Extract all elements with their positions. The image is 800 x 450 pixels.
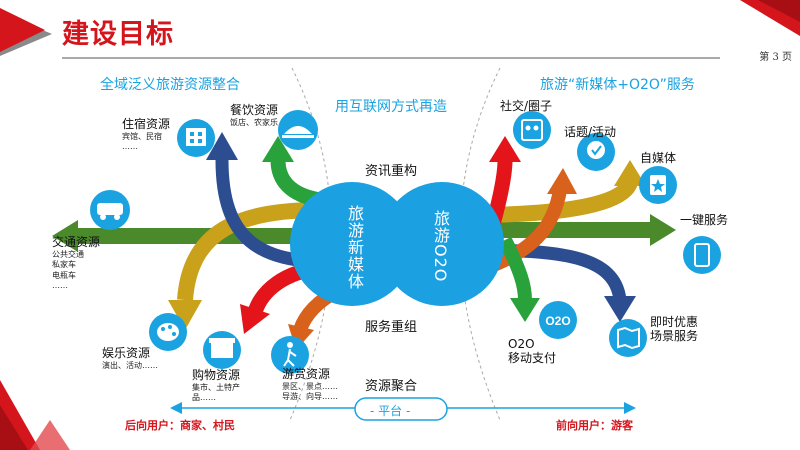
transport-sub-1: 公共交通 [52,249,84,259]
food-title: 餐饮资源 [230,103,279,117]
arrowhead-topics [547,168,577,194]
arrowhead-self-media [614,160,646,186]
transport-sub-3: 电瓶车 [52,270,76,280]
transport-sub-2: 私家车 [52,260,76,270]
self-media-service: 自媒体 [640,151,677,165]
food-resource: 餐饮资源 饭店、农家乐 [230,103,279,128]
svg-text:O2O: O2O [545,314,570,328]
entertainment-sub-1: 演出、活动…… [102,360,158,370]
transport-resource: 交通资源 公共交通 私家车 电瓶车 …… [52,235,101,291]
resource-aggregation-label: 资源聚合 [365,379,418,394]
entertainment-title: 娱乐资源 [102,346,151,360]
platform-pill [354,397,448,421]
section-resource-integration: 全域泛义旅游资源整合 [100,77,240,93]
sightseeing-sub-1: 景区、景点…… [282,381,338,391]
circle-o2o-label: 旅游O2O [431,210,450,283]
arrowhead-shopping [240,304,270,334]
arrow-to-entertainment [177,202,321,301]
arrowhead-lodging [206,132,238,160]
page-number: 第 3 页 [759,52,792,63]
lodging-resource: 住宿资源 宾馆、民宿 …… [122,117,171,153]
one-click-service: 一键服务 [680,213,729,227]
transport-sub-4: …… [52,280,68,290]
arrowhead-transport [52,220,78,252]
o2o-pay-line-2: 移动支付 [508,350,557,365]
back-end-users: 后向用户：商家、村民 [125,419,235,432]
sightseeing-sub-2: 导游、向导…… [282,392,338,402]
chat-icon [577,133,615,171]
shop-icon [203,331,241,369]
arrowhead-offers [604,296,636,322]
front-end-users: 前向用户：游客 [556,419,633,432]
platform-label: - 平台 - [370,404,411,418]
arrow-to-o2o-pay [498,236,532,301]
shopping-sub-1: 集市、土特产 [192,382,240,392]
service-reorganize-label: 服务重组 [365,320,418,335]
lodging-sub-2: …… [122,142,138,152]
shopping-title: 购物资源 [192,368,241,382]
hiker-icon [271,336,309,374]
page-title: 建设目标 [62,19,174,50]
food-sub-1: 饭店、农家乐 [230,117,278,127]
palette-icon [149,313,187,351]
offers-line-1: 即时优惠 [650,315,699,329]
arrowhead-food [262,136,294,162]
platform-right-arrowhead [624,402,636,414]
info-restructure-label: 资讯重构 [365,164,418,179]
sightseeing-resource: 游赏资源 景区、景点…… 导游、向导…… [282,367,338,403]
car-icon [90,190,130,230]
arrowhead-one-click [650,214,676,246]
social-service: 社交/圈子 [500,99,553,113]
circle-o2o [380,182,504,306]
arrowhead-o2o-pay [510,298,540,322]
o2o-icon: O2O [539,301,577,339]
section-media-o2o: 旅游“新媒体+O2O”服务 [540,77,695,93]
platform-left-arrowhead [170,402,182,414]
star-card-icon [639,166,677,204]
circle-new-media-label: 旅游新媒体 [345,205,364,290]
arrowhead-social [489,136,521,162]
o2o-pay-line-1: O2O [508,337,535,351]
hotel-icon [177,119,215,157]
lodging-title: 住宿资源 [122,117,171,131]
dish-icon [278,110,318,150]
arrowhead-entertainment [168,300,202,330]
sightseeing-title: 游赏资源 [282,367,331,381]
transport-title: 交通资源 [52,235,101,249]
offers-line-2: 场景服务 [650,328,699,343]
lodging-sub-1: 宾馆、民宿 [122,131,162,141]
circle-new-media [290,182,414,306]
map-icon [609,319,647,357]
entertainment-resource: 娱乐资源 演出、活动…… [102,346,158,371]
topics-service: 话题/活动 [564,125,617,139]
o2o-pay-service: O2O 移动支付 [508,337,557,366]
arrow-to-food [270,159,322,208]
offers-service: 即时优惠 场景服务 [650,315,699,344]
people-icon [513,111,551,149]
shopping-sub-2: 品…… [192,393,216,403]
shopping-resource: 购物资源 集市、土特产 品…… [192,368,241,404]
section-internet-rebuild: 用互联网方式再造 [335,99,447,115]
phone-icon [683,236,721,274]
